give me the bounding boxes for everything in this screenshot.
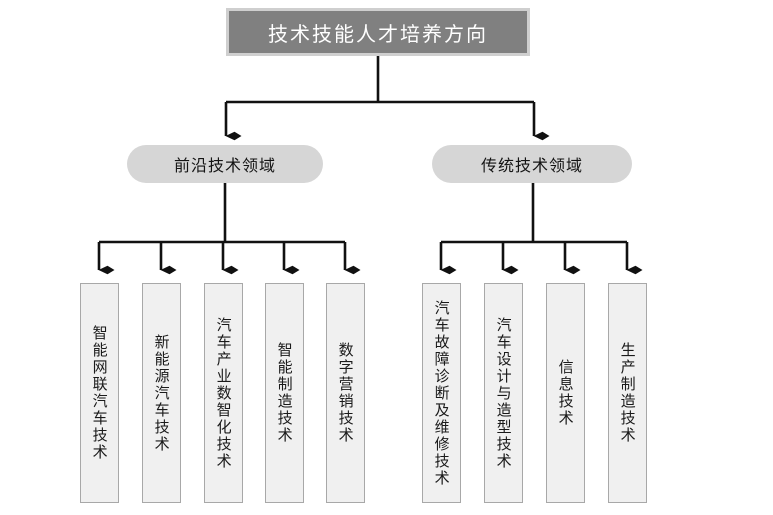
leaf-node-label: 信息技术 — [556, 359, 575, 427]
category-node-label: 传统技术领域 — [480, 156, 583, 175]
category-node-label: 前沿技术领域 — [173, 156, 276, 175]
leaf-node-production-manufacturing[interactable]: 生产制造技术 — [608, 283, 647, 503]
root-node-label: 技术技能人才培养方向 — [268, 21, 488, 46]
leaf-node-label: 智能网联汽车技术 — [90, 325, 109, 461]
leaf-node-digital-marketing[interactable]: 数字营销技术 — [326, 283, 365, 503]
leaf-node-label: 数字营销技术 — [336, 342, 355, 444]
leaf-node-label: 汽车产业数智化技术 — [214, 316, 233, 470]
leaf-node-automotive-digital-intelligence[interactable]: 汽车产业数智化技术 — [204, 283, 243, 503]
leaf-node-vehicle-design-styling[interactable]: 汽车设计与造型技术 — [484, 283, 523, 503]
root-node[interactable]: 技术技能人才培养方向 — [226, 8, 530, 56]
leaf-node-label: 汽车设计与造型技术 — [494, 316, 513, 470]
leaf-node-vehicle-fault-diagnosis-repair[interactable]: 汽车故障诊断及维修技术 — [422, 283, 461, 503]
leaf-node-label: 新能源汽车技术 — [152, 333, 171, 453]
leaf-node-new-energy-vehicle[interactable]: 新能源汽车技术 — [142, 283, 181, 503]
leaf-node-information-technology[interactable]: 信息技术 — [546, 283, 585, 503]
category-node-traditional[interactable]: 传统技术领域 — [432, 145, 632, 183]
leaf-node-intelligent-manufacturing[interactable]: 智能制造技术 — [265, 283, 304, 503]
leaf-node-label: 汽车故障诊断及维修技术 — [432, 299, 451, 487]
leaf-node-label: 生产制造技术 — [618, 342, 637, 444]
leaf-node-label: 智能制造技术 — [275, 342, 294, 444]
category-node-frontier[interactable]: 前沿技术领域 — [127, 145, 323, 183]
leaf-node-intelligent-connected-vehicle[interactable]: 智能网联汽车技术 — [80, 283, 119, 503]
